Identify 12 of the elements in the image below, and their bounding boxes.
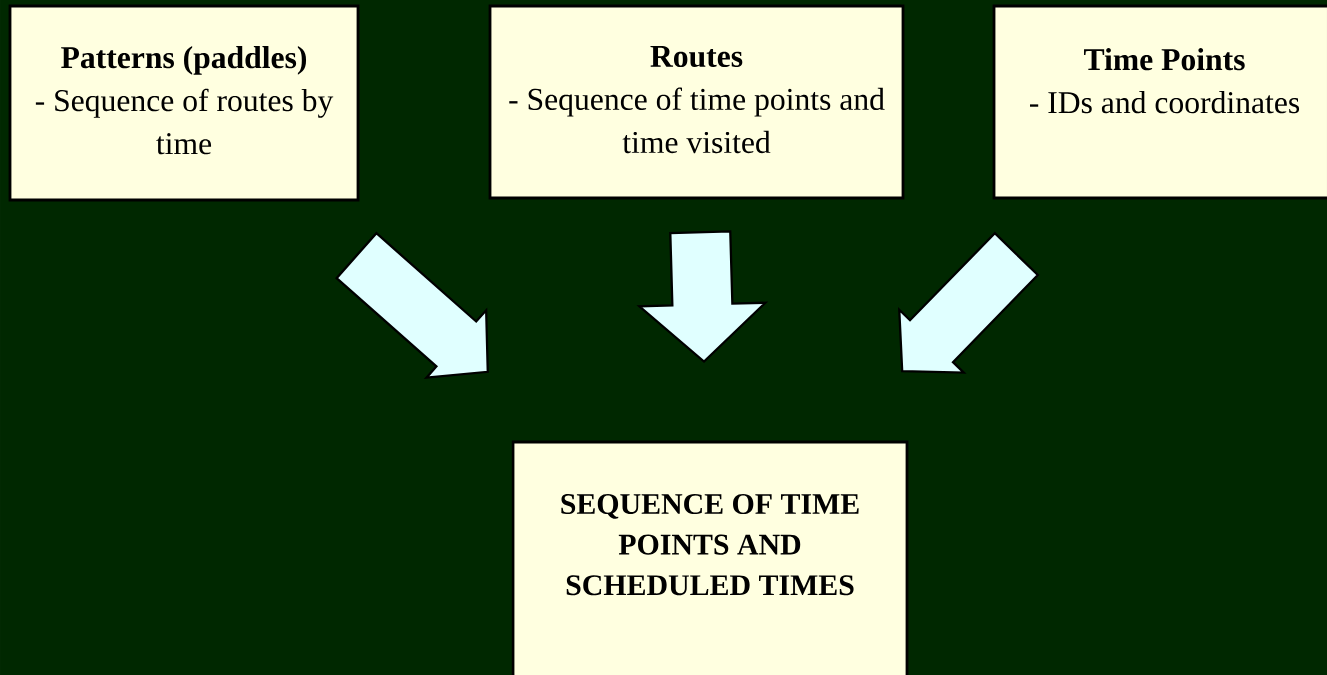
text-box [992, 4, 1327, 200]
box-description: - Sequence of routes by time [35, 88, 334, 155]
text-box [511, 440, 909, 675]
box-title: SEQUENCE OF TIME POINTS AND SCHEDULED TIMES [561, 494, 859, 596]
box-heading: Patterns (paddles) [61, 46, 307, 75]
text-box [488, 4, 905, 200]
box-heading: Routes [650, 46, 743, 68]
box-description: - Sequence of time points and time visited [509, 87, 885, 154]
box-description: - IDs and coordinates [1030, 91, 1300, 114]
box-heading: Time Points [1084, 48, 1245, 71]
block-arrow [636, 230, 769, 364]
text-box [8, 4, 360, 202]
